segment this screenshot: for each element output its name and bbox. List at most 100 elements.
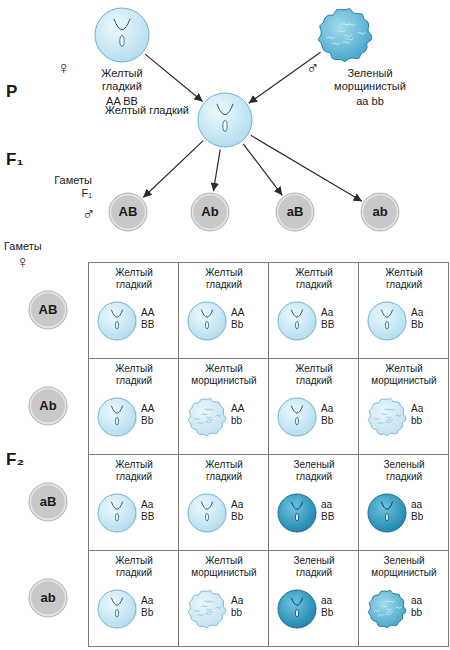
arrow-connector [143,141,203,198]
label-text: Гаметы F₁ [46,174,92,200]
gamete-circle: AB [28,290,68,330]
pea-wrinkle [381,606,387,607]
pea-wrinkle [216,415,222,416]
pea-wrinkle [201,606,207,607]
label-text: ♀ [16,252,36,273]
pea-wrinkle [327,37,335,39]
node-text: Желтый гладкий [98,267,170,291]
node-text: Желтый гладкий [98,555,170,579]
pea-hilum [111,502,122,510]
pea-wrinkle [385,422,391,423]
node-text: Желтый гладкий [98,363,170,387]
node-text: Желтый морщинистый [368,363,440,387]
node-text: Желтый гладкий [97,67,147,93]
pea-seed [98,302,136,340]
node-text: Aa Bb [411,307,433,331]
parent-pea: Зеленый морщинистыйaa bb [317,7,373,63]
pea-hilum [205,513,208,521]
pea-seed [198,93,252,147]
node-text: ab [360,204,400,220]
node-text: AA BB [141,307,163,331]
pea-hilum [385,513,388,521]
pea-hilum [120,36,124,47]
label-text: F₂ [6,450,36,470]
pea-seed [98,494,136,532]
pea-wrinkle [374,610,380,611]
pea-hilum [291,598,302,606]
pea-hilum [114,19,130,30]
node-text: Ab [28,398,68,414]
node-shape [197,92,253,148]
pea-hilum [115,513,118,521]
pea-hilum [381,310,392,318]
pea-wrinkle [341,24,349,26]
pea-wrinkle [207,611,213,612]
gamete-disc [29,579,67,617]
arrow-connector [243,144,282,195]
pea-wrinkle [332,43,340,45]
node-text: AB [108,204,148,220]
pea-wrinkle [386,609,392,610]
node-text: aB [275,204,315,220]
label-text: ♀ [57,58,77,79]
pea-seed [188,302,226,340]
node-text: AB [28,302,68,318]
pea-hilum [291,502,302,510]
node-text: Желтый гладкий [98,459,170,483]
gamete-circle: ab [360,192,400,232]
pea-hilum [295,321,298,329]
punnett-cell: Желтый морщинистыйAa bb [358,358,449,455]
punnett-cell: Желтый морщинистый Aa bb [178,550,269,647]
node-text: Зеленый гладкий [278,555,350,579]
pea-seed [278,494,316,532]
punnett-cell: Желтый гладкийAA Bb [88,358,179,455]
punnett-cell: Зеленый морщинистыйaa bb [358,550,449,647]
pea-hilum [111,406,122,414]
parent-pea: Желтый гладкийAA BB [94,7,150,63]
label-text: Гаметы [4,240,64,253]
node-shape [94,7,150,63]
gamete-circle: AB [108,192,148,232]
punnett-cell: Желтый гладкий Aa Bb [358,262,449,359]
node-text: Желтый гладкий [188,459,260,483]
node-shape [317,7,373,63]
node-text: aa Bb [321,595,343,619]
wrinkled-pea [188,398,225,435]
pea-hilum [111,598,122,606]
pea-hilum [115,609,118,617]
node-text: Aa bb [231,595,253,619]
node-text: Зеленый морщинистый [325,67,415,93]
node-text: Aa BB [321,307,343,331]
gamete-circle: ab [28,578,68,618]
hybrid-pea: Желтый гладкий [197,92,253,148]
gamete-disc [29,387,67,425]
node-text: Зеленый гладкий [278,459,350,483]
pea-wrinkle [387,611,393,612]
node-text: aa bb [411,595,433,619]
gamete-disc [29,483,67,521]
pea-seed [368,494,406,532]
gamete-disc [361,193,399,231]
arrow-connector [145,54,202,101]
punnett-cell: Желтый морщинистыйAA bb [178,358,269,455]
node-text: Желтый гладкий [368,267,440,291]
pea-hilum [217,104,233,115]
punnett-cell: Зеленый гладкийaa BB [268,454,359,551]
node-text: Aa Bb [231,499,253,523]
pea-wrinkle [194,418,200,419]
pea-wrinkle [396,607,402,608]
node-text: Желтый гладкий [278,267,350,291]
pea-hilum [111,310,122,318]
pea-wrinkle [381,414,387,415]
node-text: ab [28,590,68,606]
pea-hilum [291,406,302,414]
pea-hilum [201,310,212,318]
punnett-cell: Желтый гладкий AA BB [88,262,179,359]
punnett-cell: Желтый гладкий Aa BB [268,262,359,359]
node-text: Желтый морщинистый [188,555,260,579]
node-text: aa bb [330,95,410,108]
pea-wrinkle [345,38,353,40]
pea-wrinkle [198,615,204,616]
pea-hilum [115,417,118,425]
pea-wrinkle [216,607,222,608]
